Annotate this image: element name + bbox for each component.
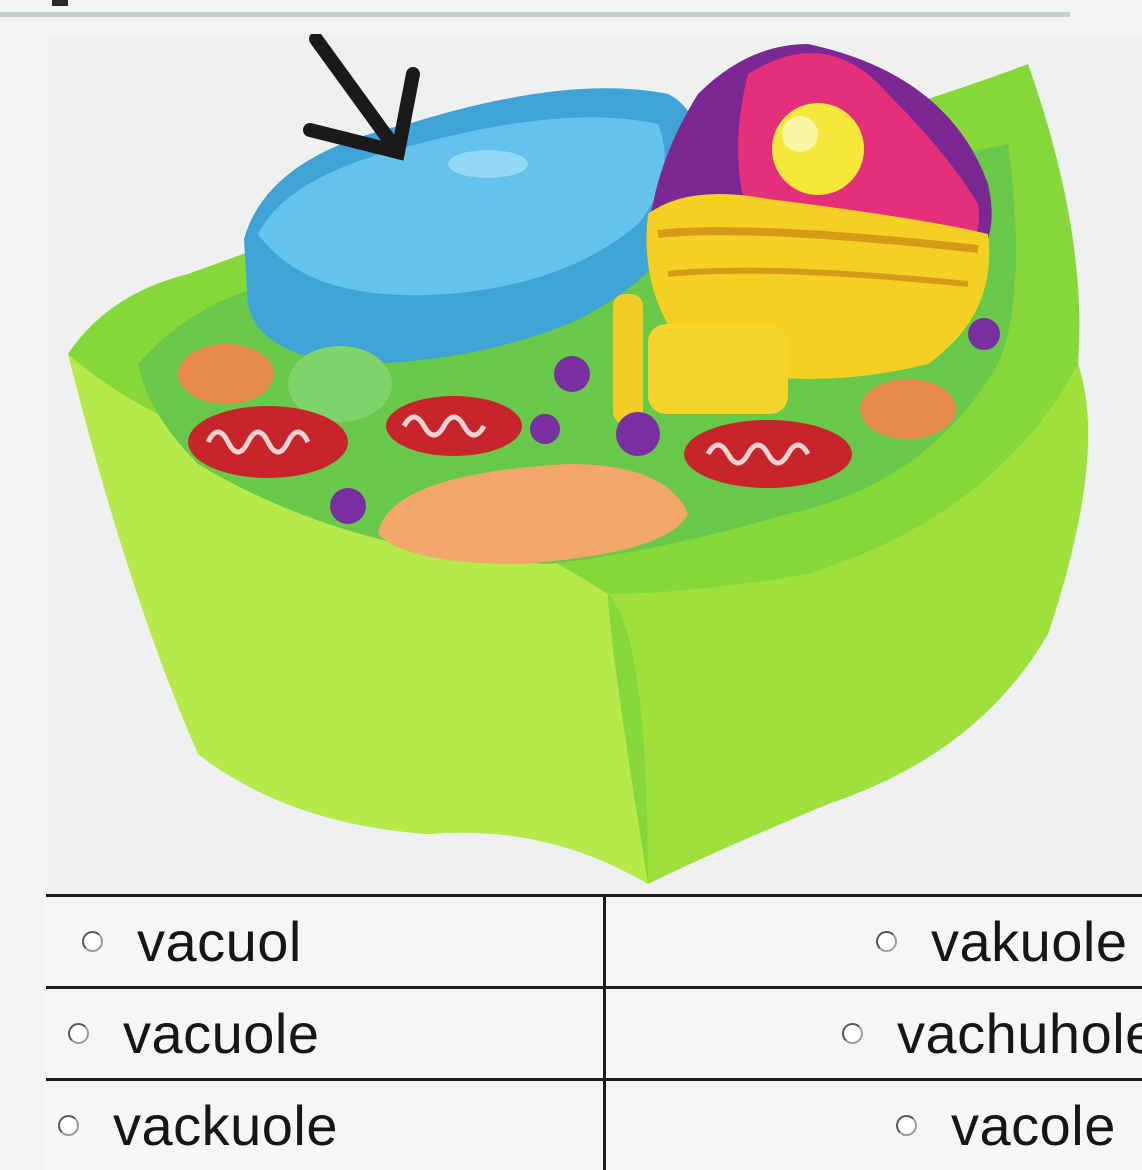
option-cell[interactable]: vackuole	[46, 1080, 605, 1170]
option-cell[interactable]: vacole	[605, 1080, 1142, 1170]
option-label: vacuol	[137, 909, 302, 974]
option-label: vacole	[951, 1093, 1116, 1158]
radio-button-icon[interactable]	[68, 1023, 89, 1044]
top-divider	[0, 12, 1070, 17]
cell-diagram	[48, 34, 1142, 899]
mitochondrion	[188, 406, 348, 478]
corner-marker	[52, 0, 68, 6]
radio-button-icon[interactable]	[58, 1115, 79, 1136]
radio-button-icon[interactable]	[896, 1115, 917, 1136]
mitochondrion	[386, 396, 522, 456]
answer-options-table: vacuol vakuole vacuole vachuhol	[46, 894, 1142, 1165]
option-label: vackuole	[113, 1093, 338, 1158]
option-label: vakuole	[931, 909, 1128, 974]
radio-button-icon[interactable]	[842, 1023, 863, 1044]
option-cell[interactable]: vakuole	[605, 897, 1142, 988]
radio-button-icon[interactable]	[876, 931, 897, 952]
mitochondrion	[684, 420, 852, 488]
option-cell[interactable]: vachuhole	[605, 988, 1142, 1080]
option-cell[interactable]: vacuole	[46, 988, 605, 1080]
option-label: vacuole	[123, 1001, 320, 1066]
radio-button-icon[interactable]	[82, 931, 103, 952]
option-label: vachuhole	[897, 1001, 1142, 1066]
option-cell[interactable]: vacuol	[46, 897, 605, 988]
